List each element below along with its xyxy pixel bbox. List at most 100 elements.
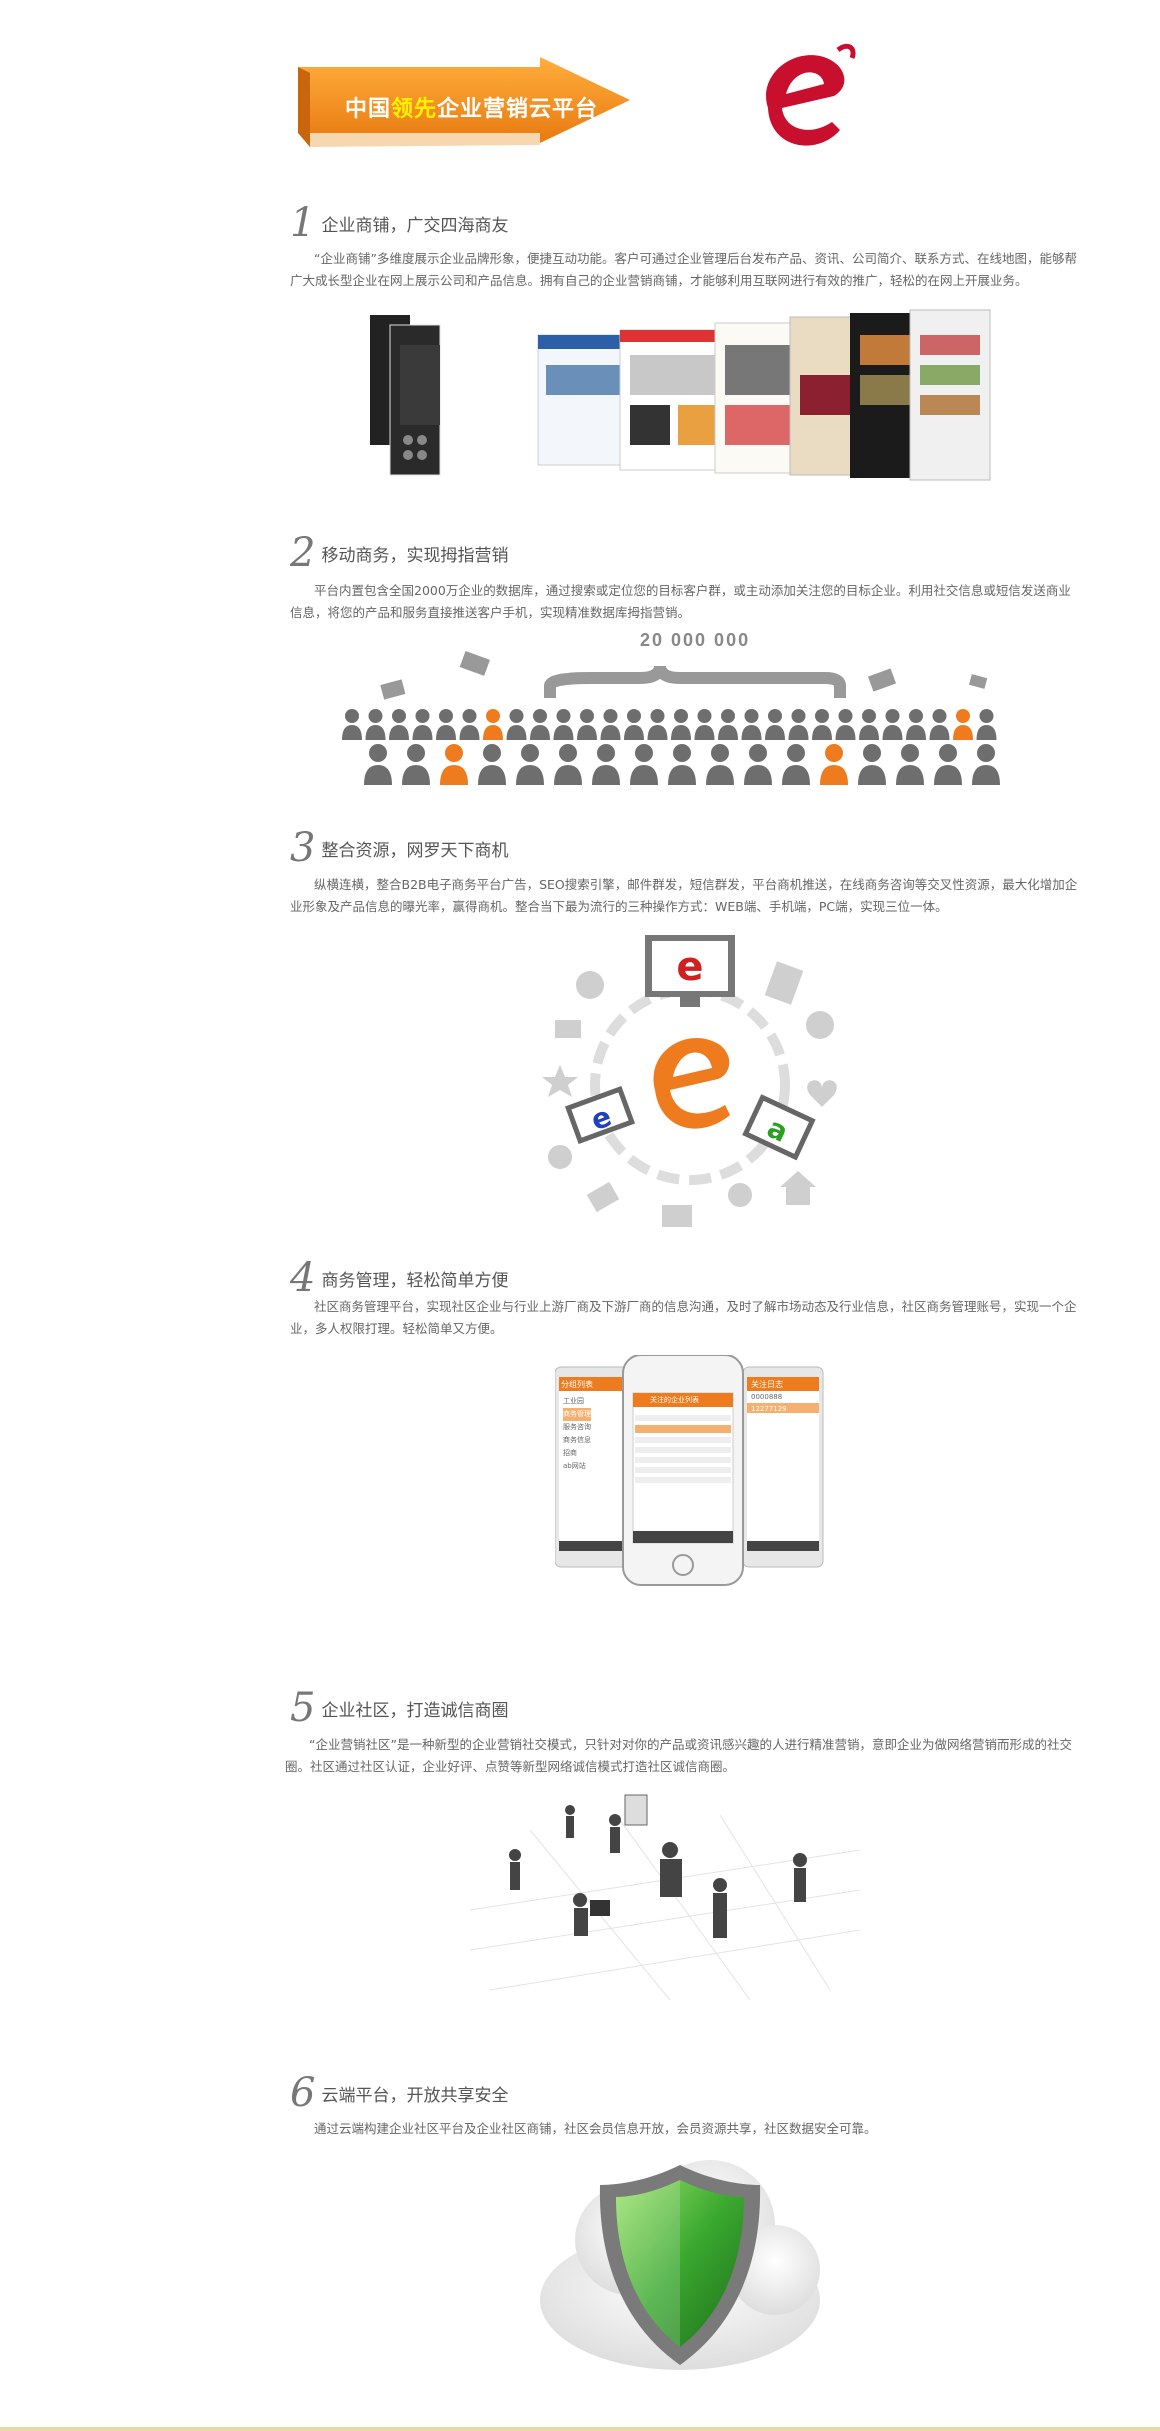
person-icon [506,709,527,740]
business-people-illustration [469,1790,861,2001]
search-icon [728,1183,752,1207]
list-item: 招商 [563,1449,577,1457]
phone-right-number: 12277129 [751,1405,787,1413]
person-icon [929,709,950,740]
person-icon [483,709,503,740]
person-icon [600,709,621,740]
person-icon [906,709,926,740]
list-item: 商务信息 [563,1436,591,1444]
cloud-shield-illustration [530,2150,830,2380]
person-icon [859,709,879,740]
person-icon [976,709,997,740]
center-e-logo-icon [653,1037,730,1129]
person-icon [365,709,386,740]
person-icon [592,744,620,785]
person-icon [440,744,468,785]
home-icon [780,1171,816,1205]
person-icon [858,744,886,785]
phone-mid-title: 关注的企业列表 [650,1396,699,1404]
section-4-body: 社区商务管理平台，实现社区企业与行业上游厂商及下游厂商的信息沟通，及时了解市场动… [290,1299,1077,1336]
monitor-icon: e [645,935,735,1007]
person-icon [788,709,809,740]
person-icon [530,709,550,740]
phones-illustration: 分组列表 关注的企业列表 关注日志 工业园 商务管理 服务咨询 商务信息 招商 … [554,1354,825,1595]
document-icon [764,961,804,1005]
tablet-icon: a [742,1094,816,1161]
phone-left-list: 工业园 商务管理 服务咨询 商务信息 招商 ab网站 [563,1395,591,1473]
person-icon [820,744,848,785]
section-5-body: “企业营销社区”是一种新型的企业营销社交模式，只针对对你的产品或资讯感兴趣的人进… [285,1737,1072,1774]
website-screenshots-illustration [360,305,1000,490]
person-icon [402,744,430,785]
person-icon [765,709,785,740]
person-icon [671,709,691,740]
person-icon [553,709,574,740]
section-6-body: 通过云端构建企业社区平台及企业社区商铺，社区会员信息开放，会员资源共享，社区数据… [314,2121,877,2136]
phone-right-code: 0000888 [751,1393,783,1401]
list-item: 商务管理 [563,1408,591,1421]
home-button-icon [672,1554,694,1576]
person-icon [744,744,772,785]
footer-divider [0,2427,1160,2431]
person-icon [554,744,582,785]
list-item: 工业园 [563,1397,584,1405]
section-3-body: 纵横连横，整合B2B电子商务平台广告，SEO搜索引擎，邮件群发，短信群发，平台商… [290,877,1078,914]
laptop-icon: e [564,1085,636,1145]
person-icon [706,744,734,785]
banner-arrow-shape [298,57,630,147]
header-banner: 中国领先企业营销云平台 [290,55,630,155]
person-icon [436,709,456,740]
section-1-body: “企业商铺”多维度展示企业品牌形象，便捷互动功能。客户可通过企业管理后台发布产品… [290,251,1077,288]
banner-title: 中国领先企业营销云平台 [345,97,599,122]
person-icon [972,744,1000,785]
person-icon [741,709,762,740]
person-icon [694,709,715,740]
heart-icon [807,1080,837,1107]
person-icon [718,709,738,740]
person-icon [782,744,810,785]
person-icon [934,744,962,785]
phone-right-title: 关注日志 [751,1380,783,1389]
apple-icon [548,1145,572,1169]
person-icon [478,744,506,785]
envelope-icon [380,651,988,700]
shield-icon [599,2165,761,2365]
person-icon [668,744,696,785]
cart-icon [662,1205,692,1227]
person-icon [624,709,644,740]
user-count-label: 20 000 000 [640,630,751,650]
person-icon [516,744,544,785]
person-icon [882,709,903,740]
person-icon [342,709,362,740]
list-item: 服务咨询 [563,1423,591,1431]
person-icon [364,744,392,785]
person-icon [812,709,832,740]
person-icon [389,709,409,740]
person-icon [459,709,480,740]
person-icon [647,709,668,740]
person-icon [953,709,973,740]
person-icon [896,744,924,785]
bird-icon [806,1011,834,1039]
e-logo-icon [748,38,858,158]
megaphone-icon [586,1181,620,1213]
mail-icon [555,1020,581,1038]
svg-text:e: e [676,944,703,990]
list-item: ab网站 [563,1462,586,1470]
star-icon [542,1065,578,1097]
people-crowd-illustration [340,650,1020,790]
person-icon [412,709,433,740]
integration-circle-illustration: e e a [530,925,850,1245]
person-icon [630,744,658,785]
section-2-body: 平台内置包含全国2000万企业的数据库，通过搜索或定位您的目标客户群，或主动添加… [290,583,1071,620]
phone-icon [576,971,604,999]
person-icon [577,709,597,740]
person-icon [835,709,856,740]
phone-left-title: 分组列表 [561,1380,593,1389]
